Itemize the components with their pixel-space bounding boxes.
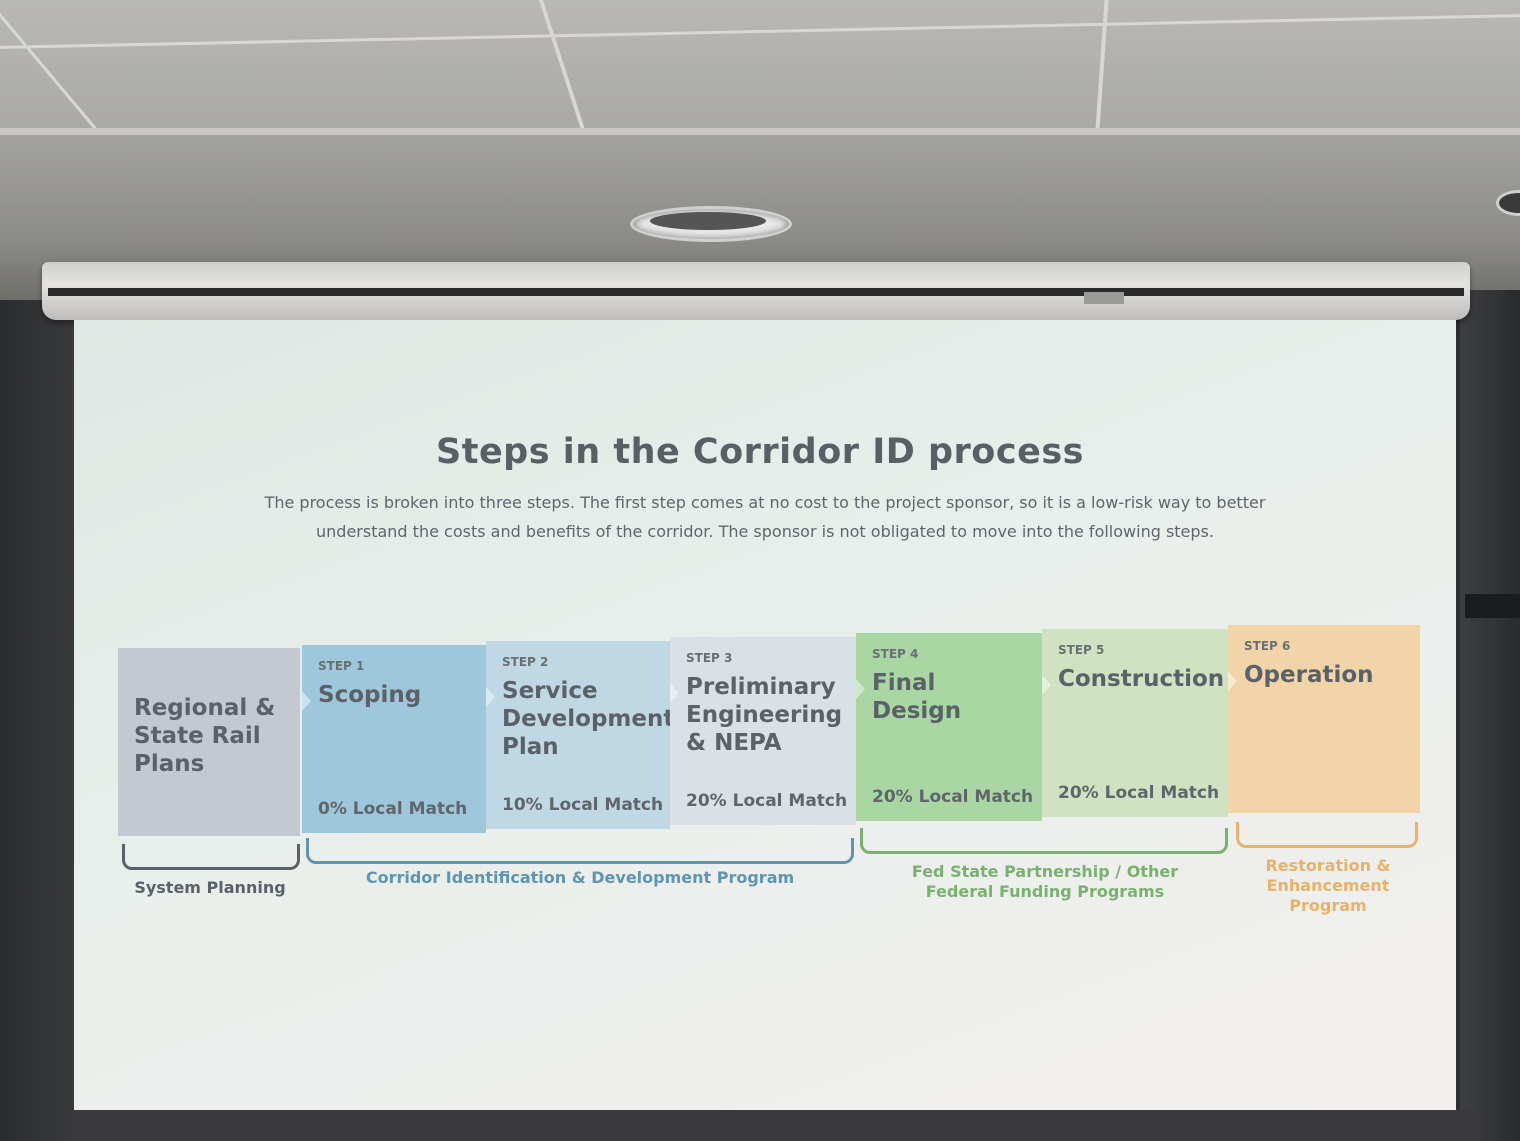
step-box-rail-plans: Regional & State Rail Plans xyxy=(118,648,300,836)
program-label-corridor-id: Corridor Identification & Development Pr… xyxy=(365,868,795,887)
step-number: STEP 3 xyxy=(686,651,733,665)
step-name: Operation xyxy=(1244,662,1374,688)
program-label-restoration: Restoration & Enhancement Program xyxy=(1265,856,1391,915)
chevron-notch-icon xyxy=(302,691,311,711)
step-name: Regional & State Rail Plans xyxy=(134,695,276,777)
ceiling-downlight-inner xyxy=(650,212,766,230)
housing-label xyxy=(1084,292,1124,304)
chevron-notch-icon xyxy=(670,683,679,703)
left-wall xyxy=(0,300,80,1141)
step-local-match: 0% Local Match xyxy=(318,799,468,819)
chevron-notch-icon xyxy=(1228,671,1237,691)
step-box-operation: STEP 6 Operation xyxy=(1228,625,1420,813)
program-label-fed-state: Fed State Partnership / Other Federal Fu… xyxy=(911,862,1179,901)
step-number xyxy=(134,662,286,676)
step-name: Service Development Plan xyxy=(502,678,675,760)
right-wall xyxy=(1460,290,1520,1141)
step-name: Final Design xyxy=(872,670,962,724)
step-name: Scoping xyxy=(318,682,422,708)
step-local-match: 20% Local Match xyxy=(872,787,1034,807)
step-box-preliminary-engineering: STEP 3 Preliminary Engineering & NEPA 20… xyxy=(670,637,856,825)
program-label-system-planning: System Planning xyxy=(134,878,286,897)
chevron-notch-icon xyxy=(856,679,865,699)
step-number: STEP 1 xyxy=(318,659,365,673)
step-number: STEP 5 xyxy=(1058,643,1105,657)
slide-title: Steps in the Corridor ID process xyxy=(436,432,1084,472)
ceiling xyxy=(0,0,1520,135)
step-local-match: 10% Local Match xyxy=(502,795,664,815)
step-box-construction: STEP 5 Construction 20% Local Match xyxy=(1042,629,1228,817)
step-local-match: 20% Local Match xyxy=(1058,783,1220,803)
screen-housing-slot xyxy=(48,288,1464,296)
chevron-notch-icon xyxy=(486,687,495,707)
step-number: STEP 6 xyxy=(1244,639,1291,653)
step-local-match: 20% Local Match xyxy=(686,791,848,811)
bracket-restoration xyxy=(1236,822,1418,848)
screen-bottom-edge xyxy=(74,1110,1474,1141)
step-name: Preliminary Engineering & NEPA xyxy=(686,674,843,756)
step-name: Construction xyxy=(1058,666,1225,692)
wall-bracket xyxy=(1465,594,1520,618)
bracket-fed-state xyxy=(860,828,1228,854)
step-number: STEP 2 xyxy=(502,655,549,669)
bracket-corridor-id xyxy=(306,838,854,864)
chevron-notch-icon xyxy=(1042,675,1051,695)
slide-subtitle: The process is broken into three steps. … xyxy=(264,493,1266,541)
bracket-system-planning xyxy=(122,844,300,870)
step-box-final-design: STEP 4 Final Design 20% Local Match xyxy=(856,633,1042,821)
step-number: STEP 4 xyxy=(872,647,919,661)
step-box-scoping: STEP 1 Scoping 0% Local Match xyxy=(302,645,486,833)
step-box-service-development: STEP 2 Service Development Plan 10% Loca… xyxy=(486,641,675,829)
